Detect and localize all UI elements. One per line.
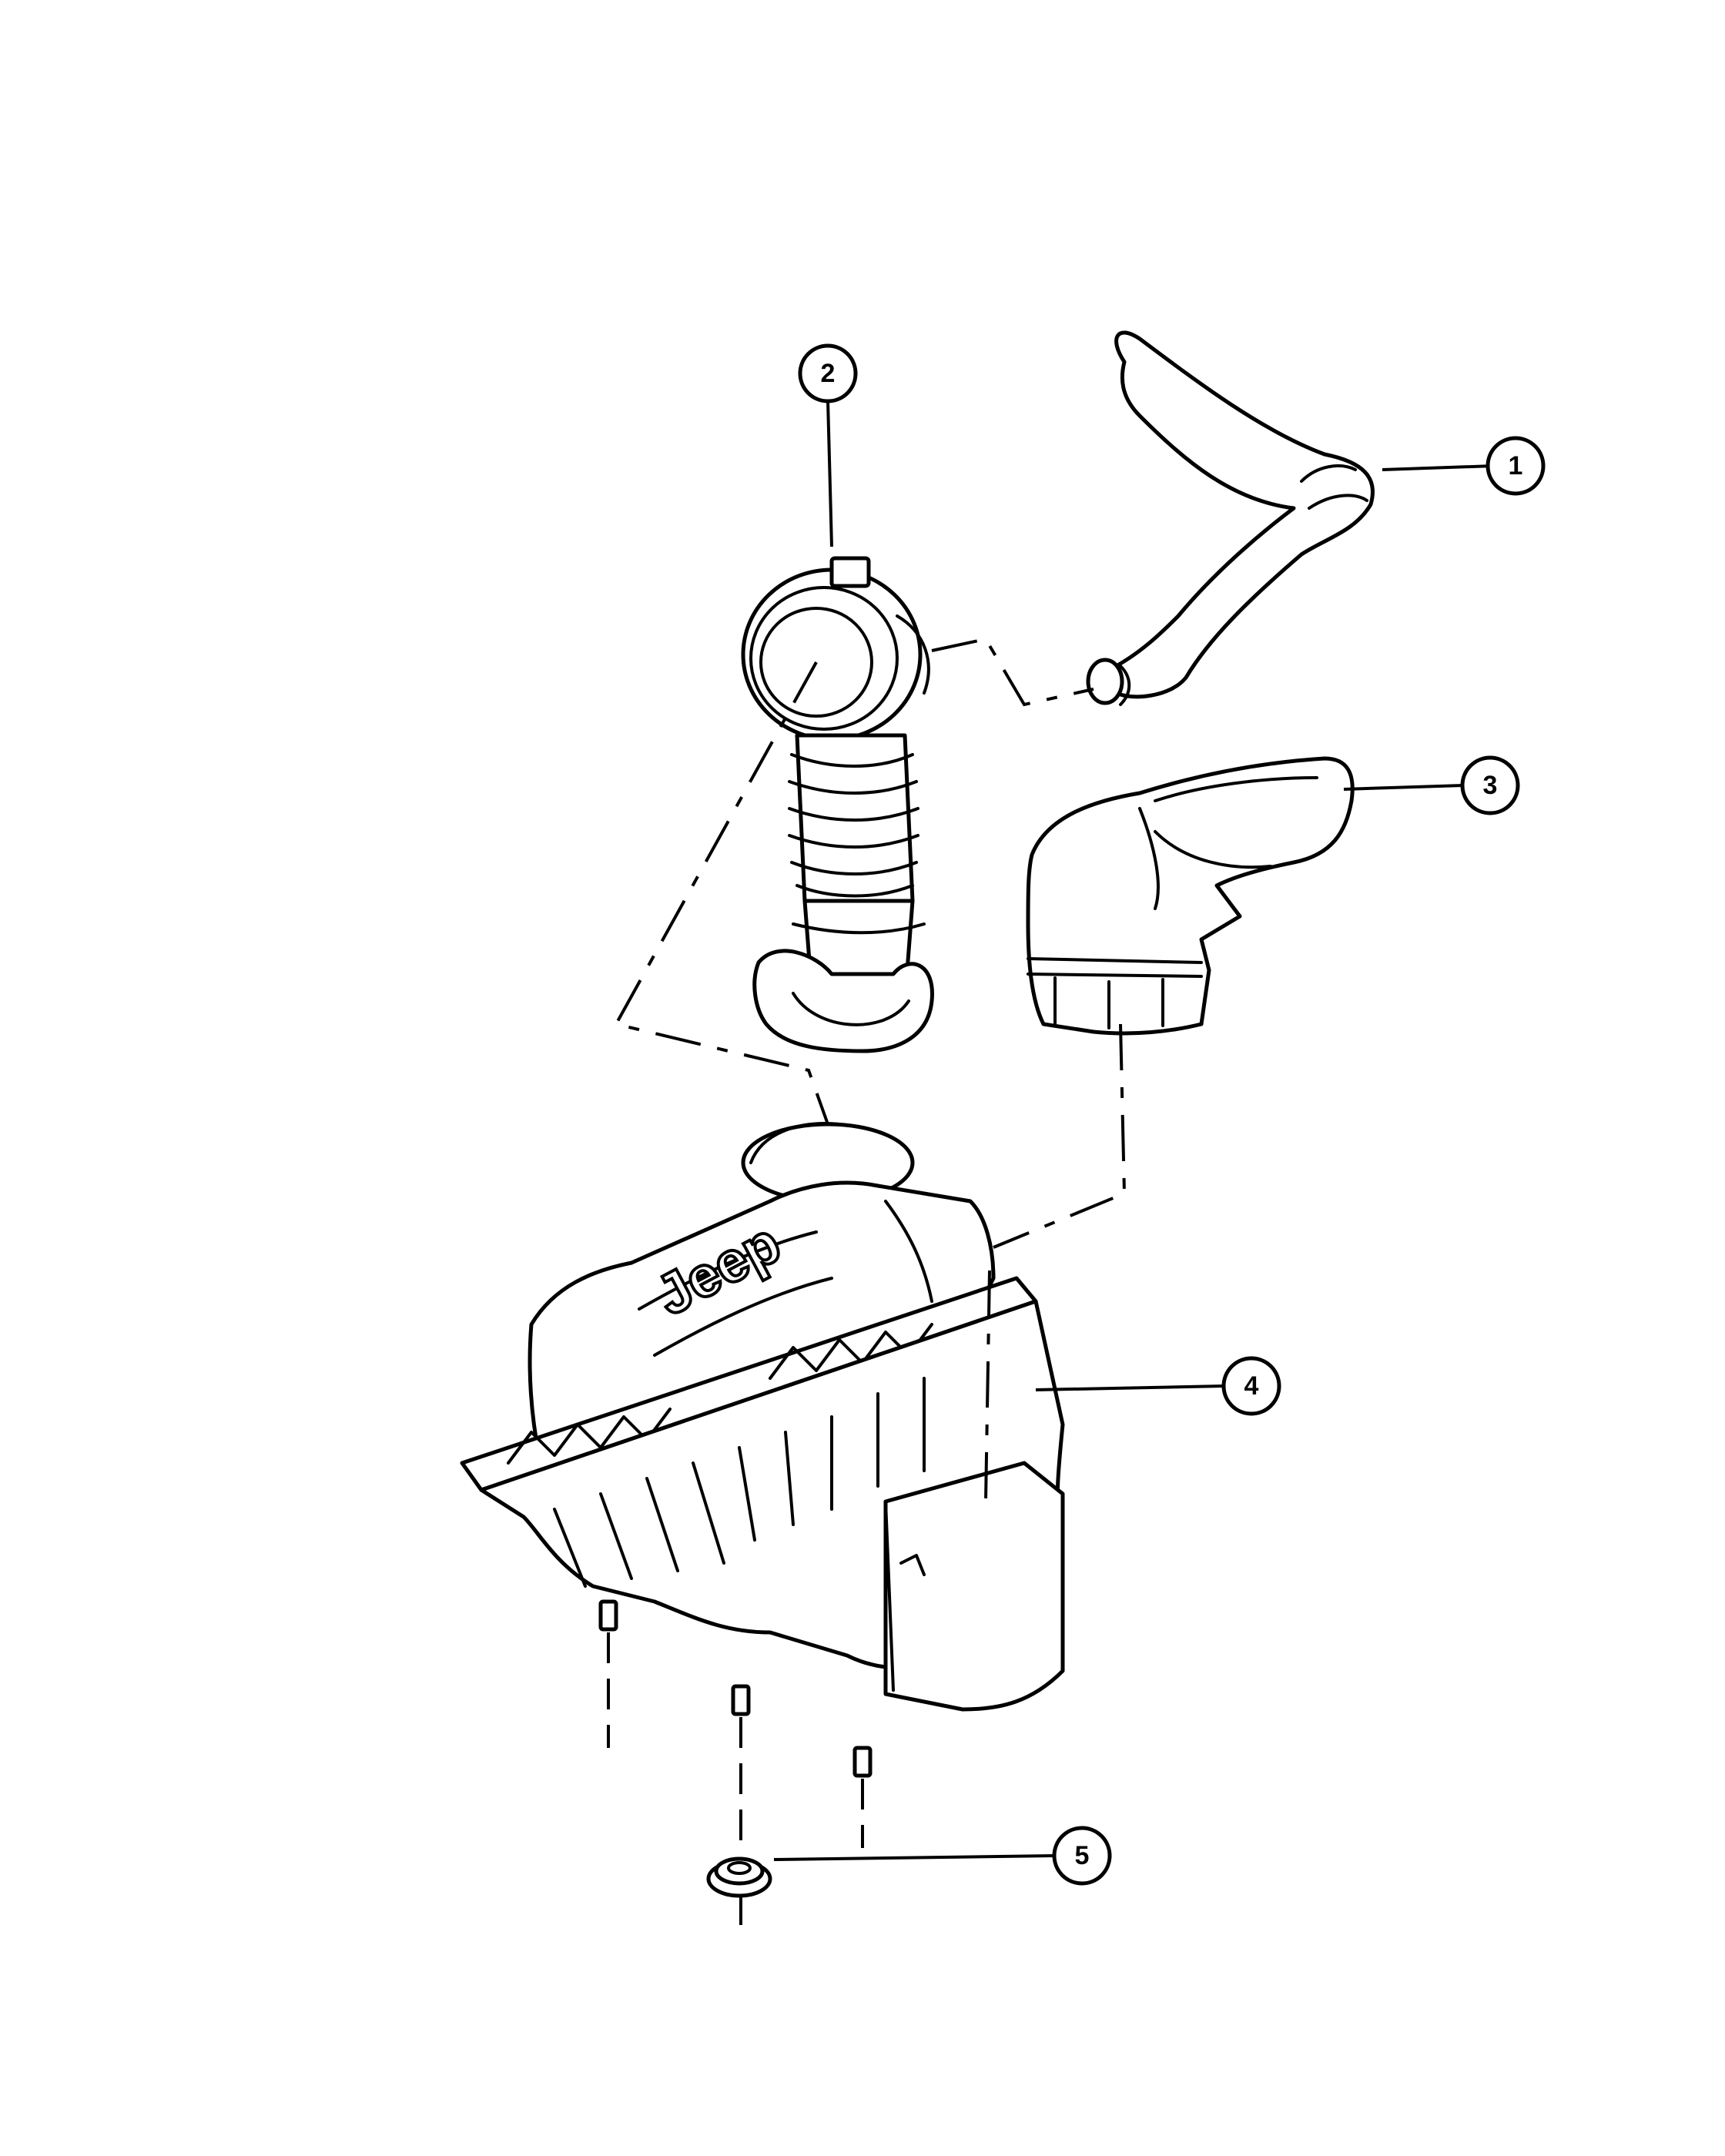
callout-2[interactable]: 2 bbox=[798, 343, 858, 403]
callout-5[interactable]: 5 bbox=[1052, 1826, 1112, 1886]
part-3-air-duct[interactable] bbox=[1026, 756, 1355, 1036]
callout-4-label: 4 bbox=[1244, 1371, 1259, 1401]
assembly-lines bbox=[607, 637, 1127, 1925]
part-2-inlet-tube[interactable] bbox=[741, 556, 934, 1053]
callout-4[interactable]: 4 bbox=[1221, 1356, 1281, 1416]
callout-3[interactable]: 3 bbox=[1460, 755, 1520, 815]
callout-5-label: 5 bbox=[1075, 1841, 1090, 1870]
callout-3-label: 3 bbox=[1483, 771, 1498, 800]
callout-leaders bbox=[773, 400, 1495, 1861]
callout-2-label: 2 bbox=[821, 359, 836, 388]
part-1-hose[interactable] bbox=[1086, 330, 1375, 706]
callout-1-label: 1 bbox=[1509, 451, 1523, 480]
callout-1[interactable]: 1 bbox=[1486, 436, 1546, 496]
part-4-air-cleaner-housing[interactable]: Jeep bbox=[460, 1122, 1065, 1778]
part-5-grommet[interactable] bbox=[706, 1856, 772, 1898]
